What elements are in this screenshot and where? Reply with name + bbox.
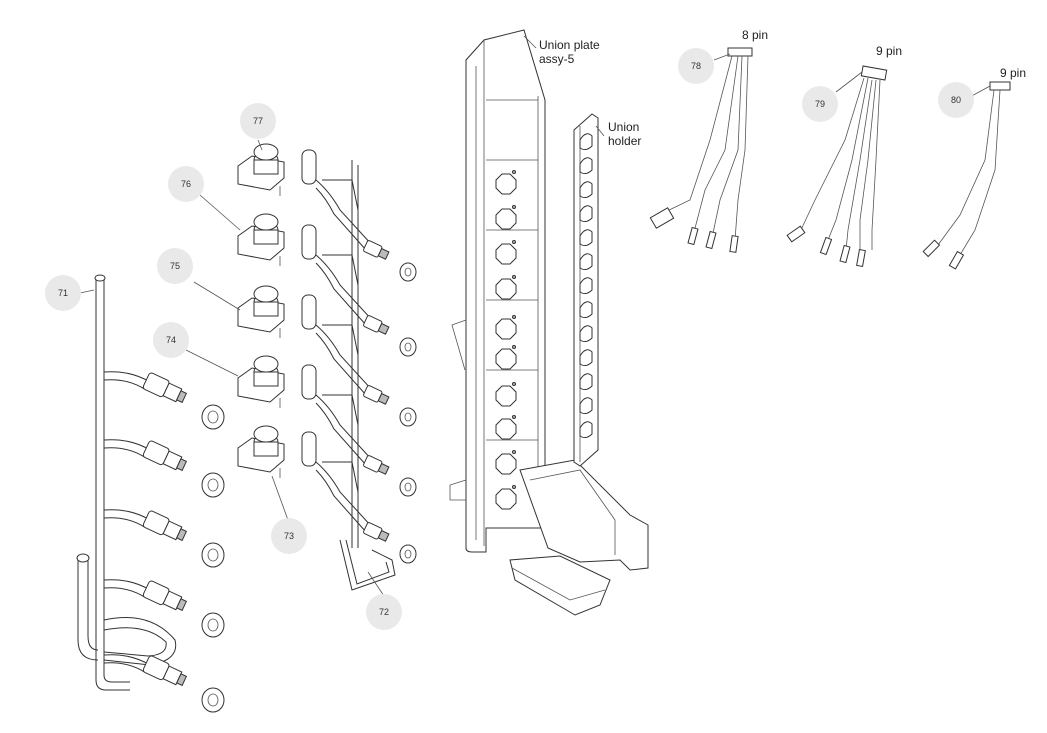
fitting-icon: [142, 655, 188, 687]
expansion-valve-assembly-icon: [301, 149, 417, 564]
pin-label-78: 8 pin: [742, 28, 769, 42]
callout-77: 77: [240, 103, 276, 139]
flare-nut-icon: [201, 404, 225, 430]
manifold-pipe-icon: [76, 274, 177, 691]
pin-label-80: 9 pin: [1000, 66, 1027, 80]
union-plate-icon: [449, 29, 649, 616]
callout-78: 78: [678, 48, 714, 84]
flare-nut-icon: [201, 687, 225, 713]
union-holder-slots: [579, 133, 593, 439]
solenoid-coil-icon: [237, 143, 285, 478]
union-plate-label-2: assy-5: [539, 52, 575, 66]
fitting-icon: [142, 440, 188, 472]
callout-72: 72: [366, 594, 402, 630]
callout-79: 79: [802, 86, 838, 122]
union-plate-holes: [495, 170, 517, 510]
callout-75: 75: [157, 248, 193, 284]
callout-74: 74: [153, 322, 189, 358]
bottom-pipe-loop: [339, 539, 396, 591]
callout-71: 71: [45, 275, 81, 311]
flare-nut-icon: [201, 542, 225, 568]
union-plate-label: Union plate: [539, 38, 600, 52]
branch-lines: [103, 371, 225, 713]
leader-lines: [79, 35, 991, 597]
fitting-icon: [142, 510, 188, 542]
flare-nut-icon: [201, 472, 225, 498]
fitting-icon: [142, 580, 188, 612]
union-holder-label: Union: [608, 120, 640, 134]
sensor-harness-icon: [649, 47, 1011, 270]
flare-nut-icon: [201, 612, 225, 638]
callout-76: 76: [168, 166, 204, 202]
callout-73: 73: [271, 518, 307, 554]
union-holder-label-2: holder: [608, 134, 642, 148]
fitting-icon: [142, 372, 188, 404]
callout-80: 80: [938, 82, 974, 118]
pin-label-79: 9 pin: [876, 44, 903, 58]
